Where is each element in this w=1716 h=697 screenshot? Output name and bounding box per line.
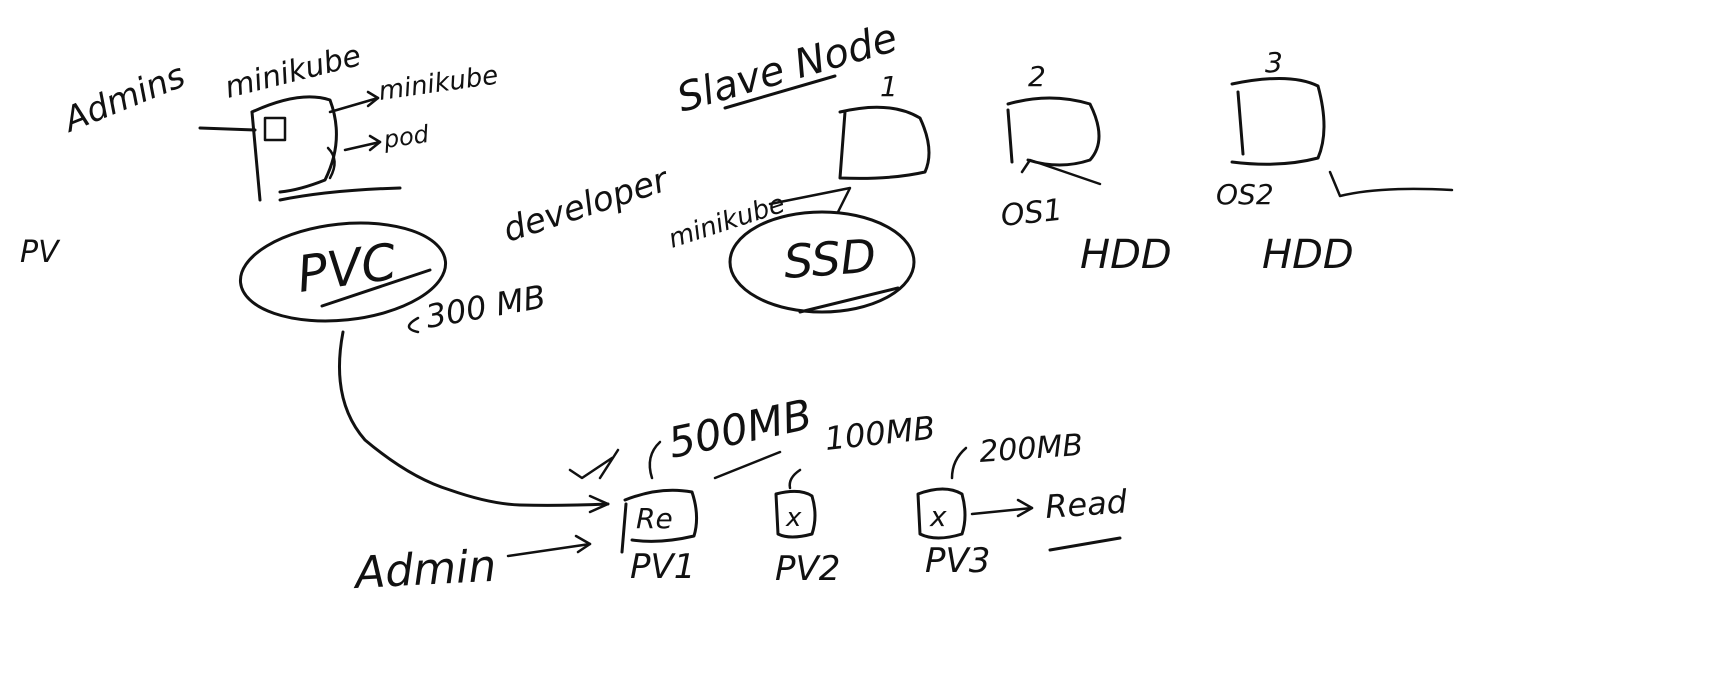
size-300-bracket <box>407 316 420 334</box>
size-500-to-100-line <box>713 450 782 480</box>
hdd-1-label: HDD <box>1080 232 1172 278</box>
pv3-mark: x <box>929 500 947 533</box>
arrow-to-pod <box>343 134 382 152</box>
pvc-to-pv1-curve <box>337 330 610 507</box>
slave-node-label: Slave Node <box>672 15 902 122</box>
slave-node-underline <box>723 74 837 110</box>
admin-label: Admin <box>351 541 497 599</box>
pv2-box: x <box>774 489 817 539</box>
node-3-label: 3 <box>1265 46 1283 79</box>
arrow-admin-to-pv1 <box>506 534 592 558</box>
admins-label: Admins <box>57 56 191 141</box>
read-label: Read <box>1044 482 1129 526</box>
ssd-underline <box>798 286 900 314</box>
pod-label: pod <box>381 120 431 154</box>
size-100-label: 100MB <box>823 409 937 458</box>
size-200-bracket <box>950 446 968 480</box>
pv2-mark: x <box>785 503 802 533</box>
os2-label: OS2 <box>1216 178 1274 211</box>
pv2-label: PV2 <box>775 549 840 589</box>
os1-label: OS1 <box>999 193 1064 234</box>
pvc-underline <box>320 268 432 308</box>
minikube-arrow-label: minikube <box>377 60 500 106</box>
size-300-label: 300 MB <box>423 277 549 335</box>
node-3-divider <box>1236 90 1245 156</box>
hdd-2-label: HDD <box>1262 232 1354 278</box>
pv1-label: PV1 <box>630 547 695 587</box>
tick-mark-stroke <box>598 448 620 480</box>
ssd-label: SSD <box>782 229 878 289</box>
developer-label: developer <box>498 159 674 250</box>
pv1-box: Re <box>620 488 699 554</box>
read-underline <box>1048 536 1122 552</box>
node-2-label: 2 <box>1028 60 1046 93</box>
tick-mark <box>568 456 614 480</box>
pv-left-label: PV <box>20 235 61 270</box>
pvc-ellipse <box>238 221 448 323</box>
pv3-label: PV3 <box>925 541 990 581</box>
arrow-to-minikube <box>328 90 380 114</box>
pv3-box: x <box>916 487 967 540</box>
node-2-divider <box>1006 108 1014 164</box>
node-3-box <box>1230 77 1326 166</box>
size-100-bracket <box>788 468 802 490</box>
arrow-to-read <box>970 498 1034 518</box>
pv1-mark: Re <box>636 502 673 535</box>
minikube-machine-box <box>198 95 402 202</box>
node-1-box <box>838 105 931 180</box>
node-2-tick <box>1020 158 1102 186</box>
pvc-to-pv1-arrowhead <box>588 494 610 514</box>
ssd-ellipse <box>728 210 916 314</box>
minikube-ssd-strike <box>768 186 852 214</box>
size-500-bracket <box>648 440 662 480</box>
size-200-label: 200MB <box>978 428 1084 470</box>
os2-arrow <box>1328 170 1454 198</box>
node-2-box <box>1006 96 1101 167</box>
pvc-label: PVC <box>294 233 400 304</box>
minikube-top-label: minikube <box>221 38 364 106</box>
size-500-label: 500MB <box>664 390 816 468</box>
node-1-label: 1 <box>880 70 898 103</box>
